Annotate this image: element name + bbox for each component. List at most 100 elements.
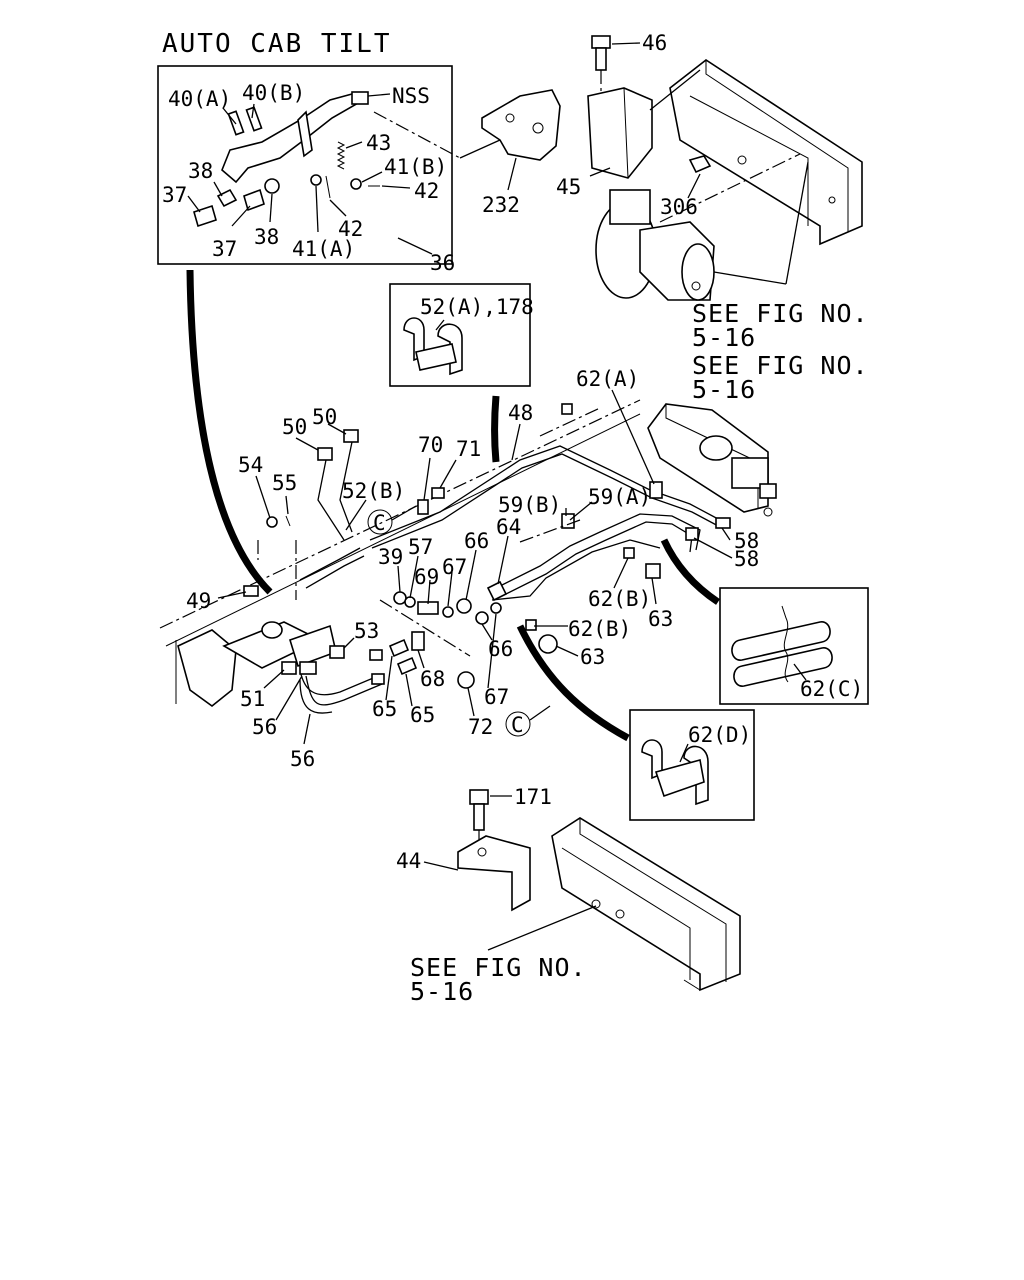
callout-62c: 62(C) (800, 677, 863, 701)
callout-42-lower: 42 (338, 217, 363, 241)
callout-56-lower: 56 (290, 747, 315, 771)
bolt-46-head (591, 35, 611, 49)
bolt-50a (317, 447, 333, 461)
see-fig-ref-2-line2: 5-16 (692, 375, 756, 404)
nut-66a (456, 598, 472, 614)
bolt-63a (645, 563, 661, 579)
callout-50-left: 50 (282, 415, 307, 439)
clip-62b-lower (525, 619, 537, 631)
callout-65-left: 65 (372, 697, 397, 721)
callout-65-right: 65 (410, 703, 435, 727)
fitting-68 (411, 631, 425, 651)
callout-53: 53 (354, 619, 379, 643)
latch-detail-frame (157, 65, 453, 265)
pin-40b (245, 106, 263, 132)
see-fig-ref-2-line1: SEE FIG NO. (692, 351, 869, 380)
washer-67a (442, 606, 454, 618)
see-fig-ref-3-line1: SEE FIG NO. (410, 953, 587, 982)
callout-38-upper: 38 (188, 159, 213, 183)
hose-end-a (369, 649, 383, 661)
fitting-58b (715, 517, 731, 529)
callout-51: 51 (240, 687, 265, 711)
callout-39: 39 (378, 545, 403, 569)
callout-59a: 59(A) (588, 485, 651, 509)
callout-55: 55 (272, 471, 297, 495)
callout-72: 72 (468, 715, 493, 739)
latch-hook (351, 91, 369, 105)
hose-end-b (371, 673, 385, 685)
washer-38a (216, 188, 238, 208)
washer-67b (490, 602, 502, 614)
see-fig-ref-3-line2: 5-16 (410, 977, 474, 1006)
washer-54 (266, 516, 278, 528)
lower-bracket-group: 171 44 SEE FIG NO. 5-16 (396, 785, 741, 1006)
callout-41b: 41(B) (384, 155, 447, 179)
cab-frame-member-upper (669, 59, 863, 246)
clip-62a (649, 481, 663, 499)
fitting-65b (396, 656, 418, 676)
bolt-46-shank (595, 47, 607, 71)
bolt-50b (343, 429, 359, 443)
callout-40a: 40(A) (168, 87, 231, 111)
fitting-56 (299, 661, 317, 675)
callout-49: 49 (186, 589, 211, 613)
diagram-title: AUTO CAB TILT (162, 29, 392, 59)
callout-44: 44 (396, 849, 421, 873)
callout-45: 45 (556, 175, 581, 199)
fitting-65a (388, 638, 410, 658)
circle-c-label-2: C (511, 713, 524, 737)
callout-63-upper: 63 (648, 607, 673, 631)
circle-c-marker-2 (505, 711, 531, 737)
nut-38b (264, 178, 280, 194)
leader-curve-clip-52a (491, 395, 500, 463)
circle-c-marker-1 (367, 509, 393, 535)
pipe-62c-upper (731, 621, 831, 661)
nut-306 (688, 155, 712, 174)
callout-69: 69 (414, 565, 439, 589)
callout-36: 36 (430, 251, 455, 275)
callout-54: 54 (238, 453, 263, 477)
clip-62d-bracket (654, 758, 705, 798)
see-fig-ref-1-line2: 5-16 (692, 323, 756, 352)
mounting-bracket-44 (457, 835, 531, 912)
callout-50-right: 50 (312, 405, 337, 429)
callout-70: 70 (418, 433, 443, 457)
callout-67-upper: 67 (442, 555, 467, 579)
fitting-53 (329, 645, 345, 659)
clip-52a-detail: 52(A),178 (389, 283, 534, 387)
callout-62d: 62(D) (688, 723, 751, 747)
callout-68: 68 (420, 667, 445, 691)
pin-55 (285, 515, 291, 527)
callout-62a: 62(A) (576, 367, 639, 391)
pump-right-fitting (759, 483, 777, 499)
clip-58a (685, 527, 699, 541)
clip-62d-loop-left (641, 739, 663, 780)
pump-right-motor (699, 435, 733, 461)
callout-62b-upper: 62(B) (588, 587, 651, 611)
callout-59b: 59(B) (498, 493, 561, 517)
circle-c-label-1: C (373, 511, 386, 535)
bolt-49 (243, 585, 259, 597)
latch-assembly-detail: NSS 40(A) 40(B) 43 41(B) 42 38 37 42 37 … (157, 65, 455, 275)
callout-66-upper: 66 (464, 529, 489, 553)
callout-62b-lower: 62(B) (568, 617, 631, 641)
washer-57 (404, 596, 416, 608)
return-spring (336, 141, 346, 170)
clip-62d-detail: 62(D) (629, 709, 755, 821)
washer-41a (310, 174, 322, 186)
mounting-bracket-45 (587, 87, 653, 179)
motor-end-cap (681, 243, 715, 301)
cylinder-port (261, 621, 283, 639)
bolt-63b (538, 634, 558, 654)
callout-38-lower: 38 (254, 225, 279, 249)
callout-58-lower: 58 (734, 547, 759, 571)
callout-48: 48 (508, 401, 533, 425)
callout-46: 46 (642, 31, 667, 55)
fitting-51 (281, 661, 297, 675)
callout-43: 43 (366, 131, 391, 155)
callout-42-right: 42 (414, 179, 439, 203)
hydraulic-lines-assembly: C C (159, 367, 777, 771)
tilt-cylinder-mount (177, 629, 237, 708)
callout-171: 171 (514, 785, 552, 809)
nut-64 (486, 580, 508, 602)
